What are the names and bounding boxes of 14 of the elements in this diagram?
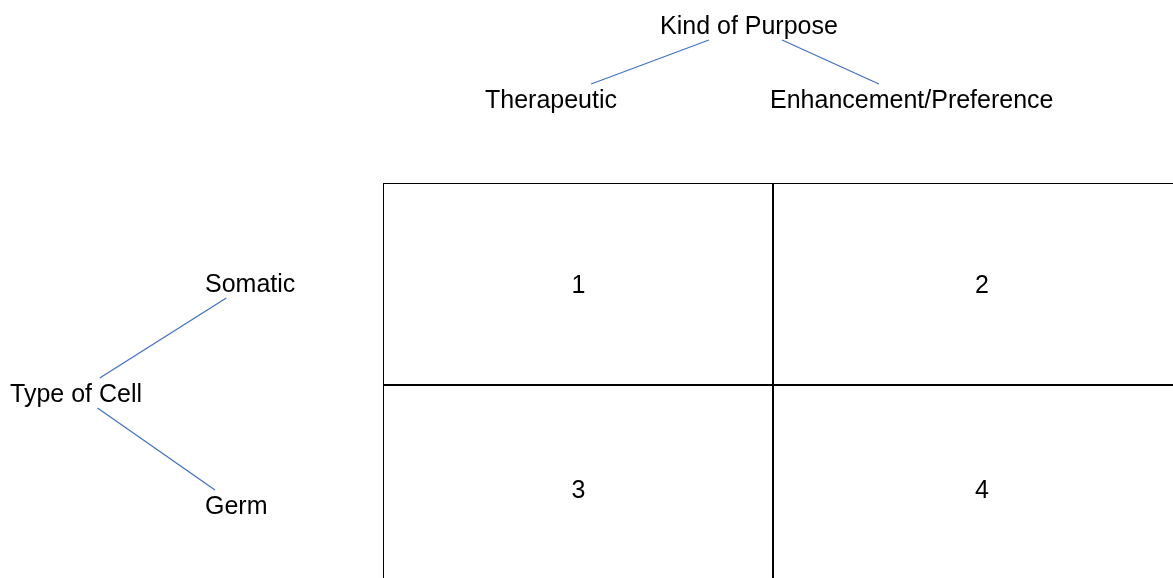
tree-branch-line (96, 407, 216, 491)
cell-number: 4 (975, 474, 989, 504)
tree-label: Germ (205, 490, 268, 520)
tree-label: Type of Cell (10, 378, 142, 408)
tree-label: Enhancement/Preference (770, 84, 1054, 114)
tree-label: Therapeutic (485, 84, 618, 114)
tree-label: Somatic (205, 268, 296, 298)
tree-branch-line (590, 39, 710, 85)
tree-label: Kind of Purpose (660, 10, 838, 40)
tree-branch-line (99, 297, 227, 379)
cell-number: 2 (975, 270, 989, 299)
cell-number: 3 (571, 474, 586, 504)
cell-number: 1 (571, 270, 586, 299)
tree-branch-line (781, 39, 880, 85)
